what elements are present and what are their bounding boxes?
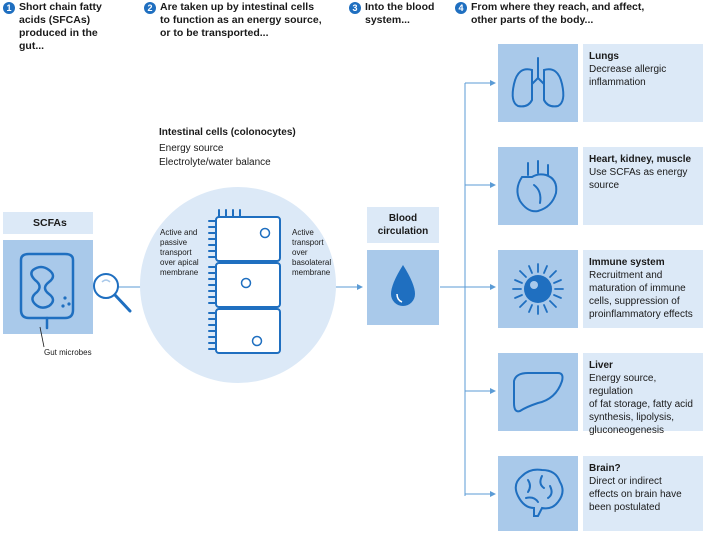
- target-title: Lungs: [589, 51, 619, 62]
- immune-text-box: Immune system Recruitment and maturation…: [583, 250, 703, 328]
- basolateral-transport-label: Active transport over basolateral membra…: [292, 228, 332, 277]
- target-title: Liver: [589, 360, 613, 371]
- blood-label: Blood circulation: [377, 213, 429, 237]
- step-number: 2: [144, 2, 156, 14]
- brain-text-box: Brain? Direct or indirect effects on bra…: [583, 456, 703, 531]
- step-text: Into the blood system...: [365, 1, 435, 26]
- heart-icon: [516, 160, 558, 213]
- intestinal-line-2: Electrolyte/water balance: [159, 157, 271, 168]
- intestinal-line-1: Energy source: [159, 143, 224, 154]
- blood-icon-box: [367, 250, 439, 325]
- target-text: Decrease allergic inflammation: [589, 64, 667, 88]
- lungs-text-box: Lungs Decrease allergic inflammation: [583, 44, 703, 122]
- immune-icon-box: [498, 250, 578, 328]
- lungs-icon-box: [498, 44, 578, 122]
- step-text: Short chain fatty acids (SFCAs) produced…: [19, 1, 102, 52]
- magnifier-icon: [93, 273, 132, 313]
- liver-icon-box: [498, 353, 578, 431]
- scfa-label: SCFAs: [33, 217, 67, 229]
- target-title: Immune system: [589, 257, 665, 268]
- step-text: From where they reach, and affect, other…: [471, 1, 645, 26]
- step-number: 1: [3, 2, 15, 14]
- brain-icon: [514, 468, 564, 517]
- apical-transport-label: Active and passive transport over apical…: [160, 228, 199, 277]
- immune-cell-icon: [512, 263, 564, 315]
- target-text: Direct or indirect effects on brain have…: [589, 476, 682, 513]
- brain-icon-box: [498, 456, 578, 531]
- liver-icon: [513, 372, 564, 413]
- intestinal-title: Intestinal cells (colonocytes): [159, 127, 296, 138]
- target-text: Recruitment and maturation of immune cel…: [589, 270, 693, 320]
- microbes-pointer: [39, 326, 45, 348]
- intestine-icon: [19, 252, 75, 330]
- target-text: Energy source, regulation of fat storage…: [589, 373, 693, 436]
- heart-icon-box: [498, 147, 578, 225]
- gut-microbes-label: Gut microbes: [44, 348, 92, 357]
- scfa-label-box: SCFAs: [3, 212, 93, 234]
- blood-drop-icon: [391, 265, 415, 306]
- step-text: Are taken up by intestinal cells to func…: [160, 1, 322, 39]
- liver-text-box: Liver Energy source, regulation of fat s…: [583, 353, 703, 436]
- target-title: Heart, kidney, muscle: [589, 154, 692, 165]
- step-number: 3: [349, 2, 361, 14]
- target-text: Use SCFAs as energy source: [589, 167, 688, 191]
- heart-text-box: Heart, kidney, muscle Use SCFAs as energ…: [583, 147, 703, 225]
- lungs-icon: [511, 57, 565, 108]
- gut-icon-box: [3, 240, 93, 334]
- colonocyte-illustration: [140, 187, 336, 383]
- target-title: Brain?: [589, 463, 621, 474]
- blood-label-box: Blood circulation: [367, 207, 439, 243]
- step-number: 4: [455, 2, 467, 14]
